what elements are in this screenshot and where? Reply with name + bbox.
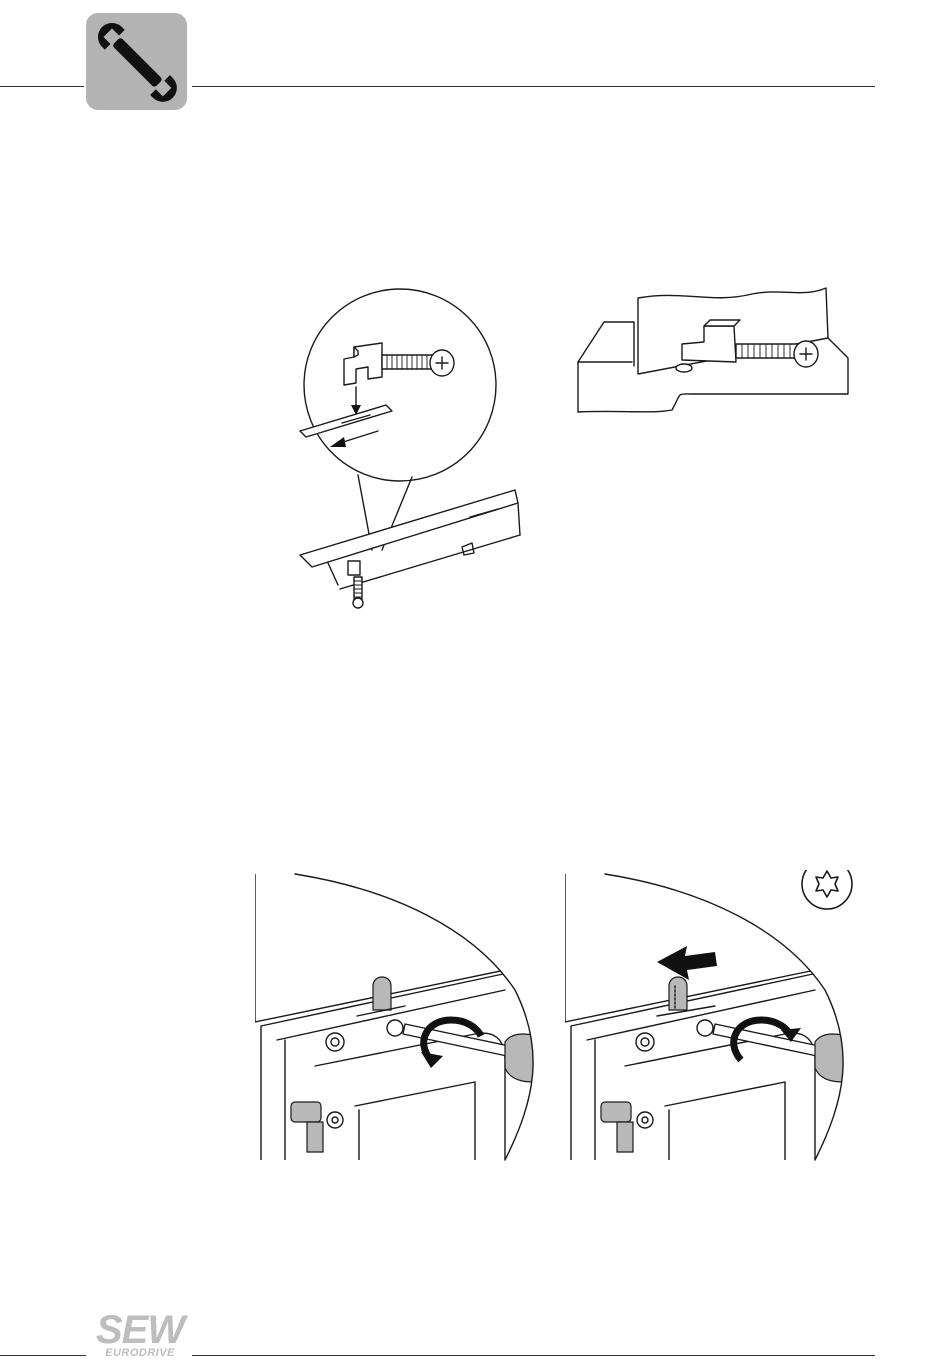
logo-subtext: EURODRIVE	[96, 1348, 184, 1359]
chapter-icon	[86, 13, 187, 110]
header-rule-left	[0, 86, 84, 87]
tighten-screw-figure	[255, 870, 545, 1165]
footer-rule-right	[192, 1355, 875, 1356]
company-logo: SEW EURODRIVE	[96, 1310, 184, 1359]
header-rule-right	[192, 86, 875, 87]
clamp-mounted-figure	[572, 282, 860, 416]
loosen-screw-figure	[565, 870, 865, 1165]
footer-rule-left	[0, 1355, 86, 1356]
clamp-detail-figure	[270, 285, 540, 615]
arrow-left-icon	[330, 431, 378, 447]
wrench-icon	[86, 13, 187, 110]
logo-text: SEW	[96, 1310, 184, 1350]
screw-icon	[794, 341, 818, 367]
torx-icon	[802, 870, 852, 909]
arrow-down-icon	[351, 387, 361, 415]
screw-icon	[430, 350, 454, 376]
